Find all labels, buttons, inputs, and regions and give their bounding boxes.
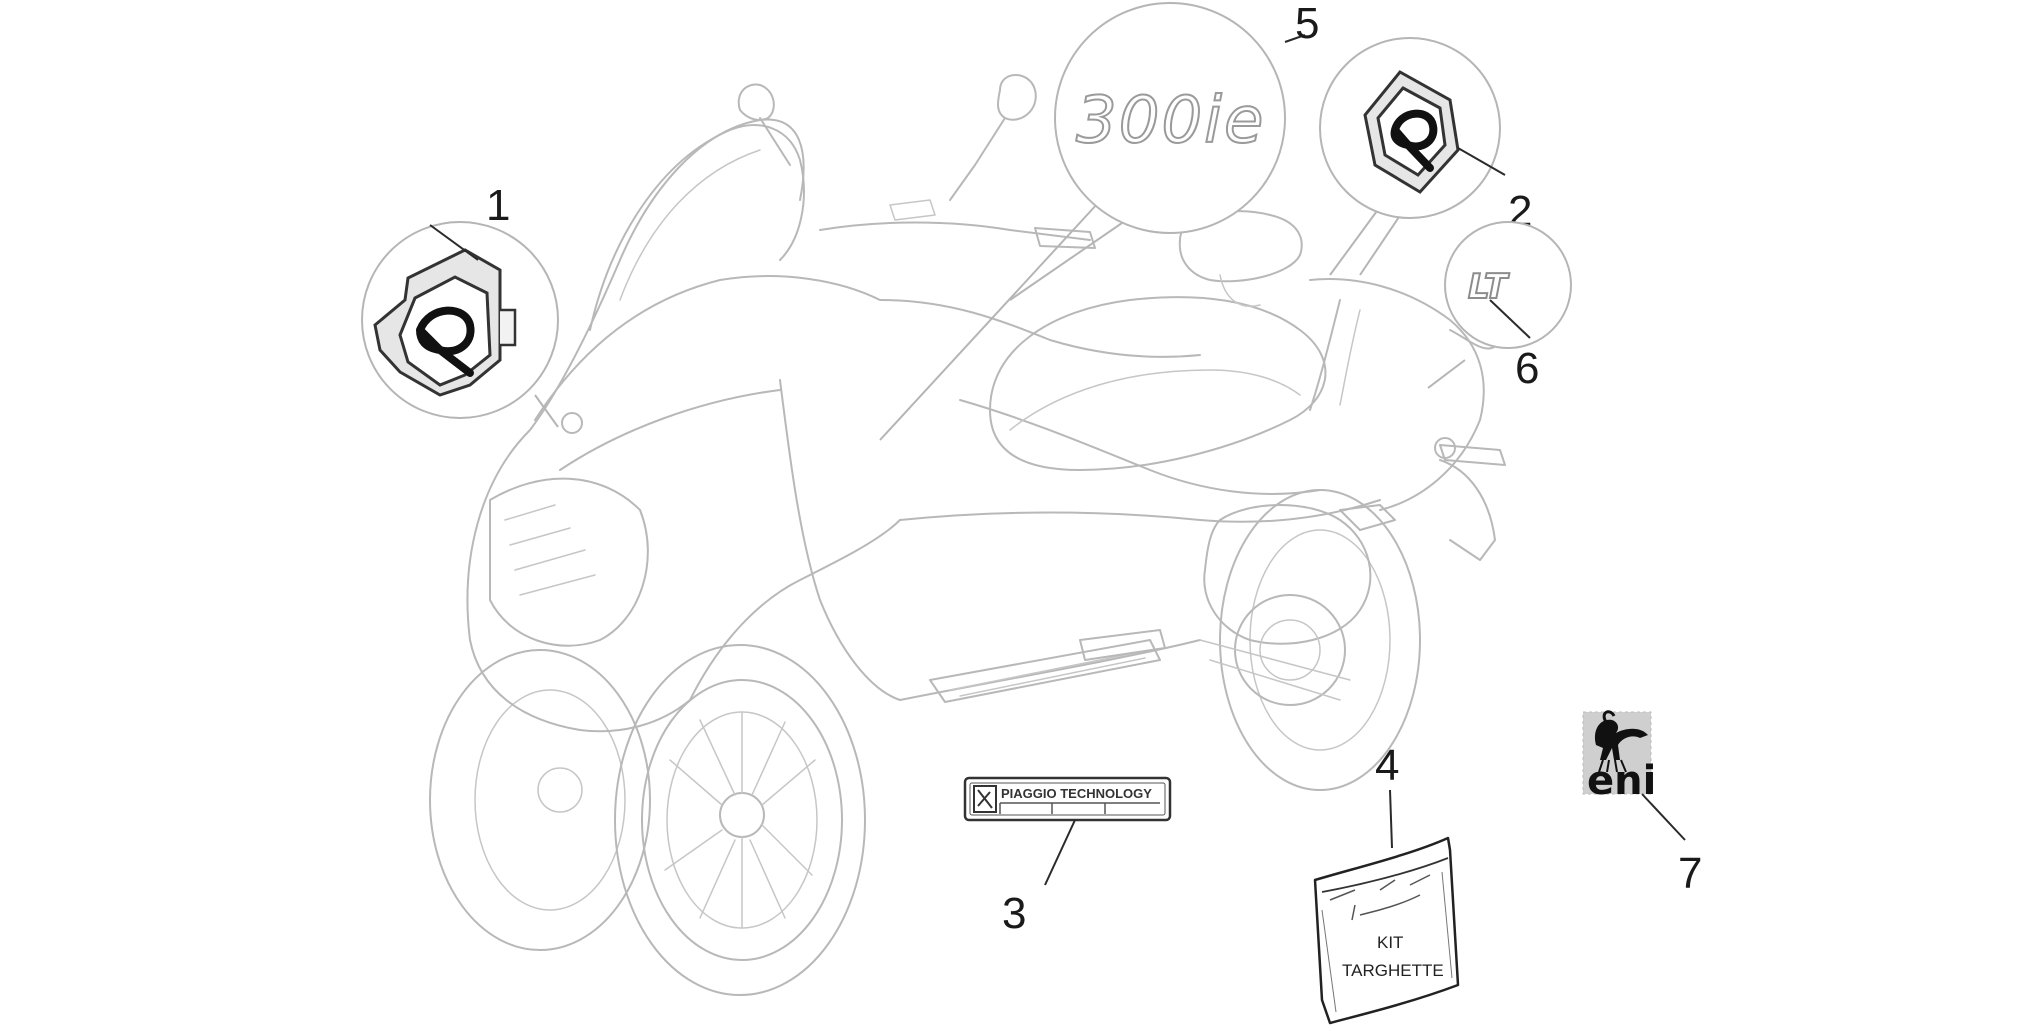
kit-label-line1: KIT [1377,933,1403,952]
scooter-ghost-outline [429,74,1506,996]
side-badge-lt: LT [1468,267,1510,307]
callout-circle-5: 300ie 5 [879,0,1319,441]
part-3-piaggio-technology-plate: PIAGGIO TECHNOLOGY 3 [963,776,1172,938]
eni-six-legged-dog-icon [1594,710,1648,773]
callout-circle-6: LT 6 [1427,221,1572,393]
piaggio-hexagon-logo-icon [1363,70,1460,194]
part-4-kit-targhette-bag: KIT TARGHETTE 4 [1313,741,1460,1025]
part-7-eni-sticker: eni 7 [1582,710,1702,898]
kit-label-line2: TARGHETTE [1342,961,1444,980]
plate-label: PIAGGIO TECHNOLOGY [1001,786,1152,801]
callout-number-7: 7 [1678,849,1702,898]
callout-circle-2: 2 [1319,37,1532,276]
callout-number-3: 3 [1002,889,1026,938]
callout-number-5: 5 [1295,0,1319,48]
piaggio-hexagon-logo-icon [373,248,517,397]
callout-number-6: 6 [1515,344,1539,393]
callout-number-4: 4 [1375,741,1399,790]
callout-circle-1: 1 [361,181,559,428]
callout-number-1: 1 [486,181,510,230]
model-badge-300ie: 300ie [1076,84,1265,158]
